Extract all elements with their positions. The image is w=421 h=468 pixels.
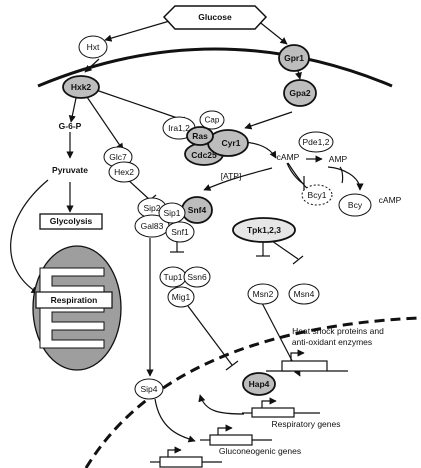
hxt-label: Hxt	[87, 42, 100, 52]
cyr1-node: Cyr1	[207, 129, 249, 157]
hap4-node: Hap4	[242, 372, 276, 396]
bcy1-node: Bcy1	[301, 184, 333, 206]
g6p-label: G-6-P	[59, 121, 82, 131]
gluconeogenic-gene-box	[159, 456, 203, 468]
respiration-label: Respiration	[51, 295, 98, 305]
glycolysis-node: Glycolysis	[39, 213, 103, 230]
hxk2-node: Hxk2	[62, 75, 100, 99]
mitochondrion: Respiration	[32, 245, 122, 371]
hxk2-label: Hxk2	[71, 82, 92, 92]
bcy1-label: Bcy1	[308, 190, 327, 200]
nuclear-membrane	[84, 316, 419, 468]
camp2-label: cAMP	[379, 195, 402, 205]
cap-label: Cap	[205, 116, 220, 125]
gpr1-label: Gpr1	[284, 53, 304, 63]
msn2-label: Msn2	[253, 289, 274, 299]
gal83-label: Gal83	[141, 221, 164, 231]
ras-label: Ras	[192, 131, 208, 141]
cdc25-label: Cdc25	[191, 150, 217, 160]
snf1-node: Snf1	[165, 221, 195, 243]
gpa2-node: Gpa2	[283, 79, 317, 107]
amp-label: AMP	[329, 154, 348, 164]
hex2-label: Hex2	[114, 167, 134, 177]
mig1-node: Mig1	[167, 286, 195, 308]
sip2-label: Sip2	[143, 203, 160, 213]
sip4-node: Sip4	[134, 378, 164, 400]
bcy-label: Bcy	[348, 200, 363, 210]
snf1-label: Snf1	[171, 227, 189, 237]
respiratory-genes-label: Respiratory genes	[272, 419, 341, 429]
heat-shock-genes-label-2: anti-oxidant enzymes	[292, 337, 372, 347]
snf4-node: Snf4	[181, 196, 213, 224]
ssn6-label: Ssn6	[187, 272, 207, 282]
sip4-label: Sip4	[140, 384, 157, 394]
tpk123-node: Tpk1,2,3	[232, 217, 296, 243]
glycolysis-label: Glycolysis	[50, 216, 93, 226]
hap4-gene-box	[251, 407, 295, 418]
snf4-label: Snf4	[188, 205, 207, 215]
heat-shock-gene-box	[281, 360, 328, 372]
tup1-label: Tup1	[163, 272, 182, 282]
respiratory-gene-box	[209, 434, 253, 446]
cap-node: Cap	[199, 110, 225, 130]
bcy-node: Bcy	[338, 193, 372, 217]
pde12-node: Pde1,2	[298, 131, 334, 153]
msn4-node: Msn4	[288, 283, 320, 305]
camp-label: cAMP	[277, 152, 300, 162]
heat-shock-genes-label-1: Heat shock proteins and	[292, 326, 384, 336]
cyr1-label: Cyr1	[222, 138, 241, 148]
ira12-label: Ira1,2	[168, 123, 190, 133]
tup1-node: Tup1	[159, 266, 187, 288]
glc7-label: Glc7	[109, 152, 127, 162]
pyruvate-label: Pyruvate	[52, 165, 88, 175]
hex2-node: Hex2	[108, 161, 140, 183]
pde12-label: Pde1,2	[303, 137, 330, 147]
ssn6-node: Ssn6	[183, 266, 211, 288]
hxt-node: Hxt	[78, 35, 108, 59]
hap4-label: Hap4	[249, 379, 270, 389]
ras-node: Ras	[186, 126, 214, 146]
sip1-label: Sip1	[163, 208, 180, 218]
gene-boxes	[150, 349, 348, 468]
mig1-label: Mig1	[172, 292, 191, 302]
atp-label: [ATP]	[221, 171, 242, 181]
tpk123-label: Tpk1,2,3	[247, 225, 281, 235]
glucose-node: Glucose	[162, 5, 268, 30]
sip1-node: Sip1	[158, 202, 186, 224]
msn4-label: Msn4	[294, 289, 315, 299]
gluconeogenic-genes-label: Gluconeogenic genes	[219, 446, 301, 456]
gpr1-node: Gpr1	[278, 44, 310, 72]
glucose-label: Glucose	[198, 12, 232, 22]
gpa2-label: Gpa2	[289, 88, 311, 98]
msn2-node: Msn2	[247, 283, 279, 305]
